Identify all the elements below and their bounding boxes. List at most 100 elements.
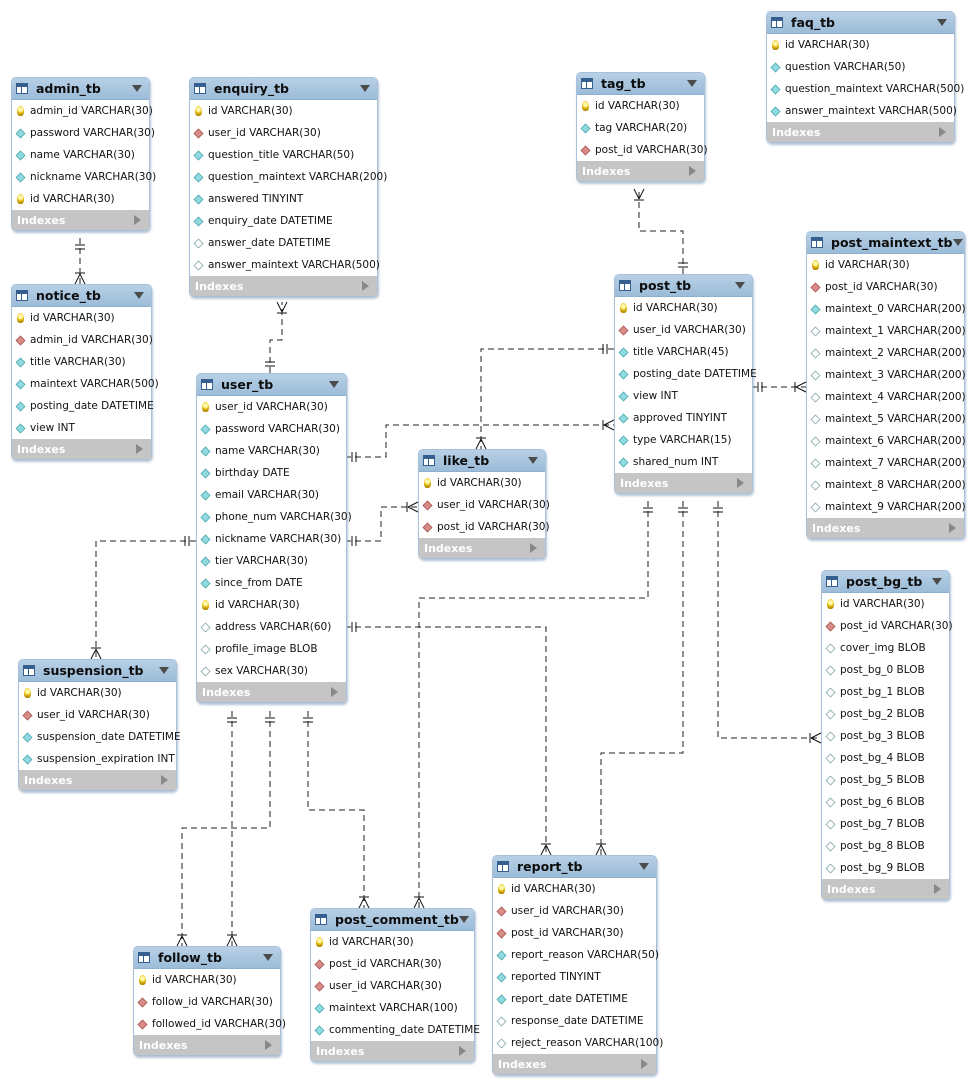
column-row[interactable]: report_date DATETIME (493, 988, 656, 1010)
column-row[interactable]: post_id VARCHAR(30) (807, 276, 964, 298)
column-row[interactable]: answer_maintext VARCHAR(500) (767, 100, 957, 122)
expand-arrow-icon[interactable] (459, 1046, 466, 1056)
column-row[interactable]: maintext_0 VARCHAR(200) (807, 298, 966, 320)
indexes-section[interactable]: Indexes (419, 538, 545, 558)
column-row[interactable]: user_id VARCHAR(30) (493, 900, 656, 922)
column-row[interactable]: answer_date DATETIME (190, 232, 377, 254)
column-row[interactable]: enquiry_date DATETIME (190, 210, 377, 232)
chevron-down-icon[interactable] (528, 457, 538, 464)
indexes-section[interactable]: Indexes (615, 473, 752, 493)
column-row[interactable]: commenting_date DATETIME (311, 1019, 480, 1041)
column-row[interactable]: password VARCHAR(30) (12, 122, 155, 144)
column-row[interactable]: post_bg_7 BLOB (822, 813, 949, 835)
indexes-section[interactable]: Indexes (12, 439, 151, 459)
column-row[interactable]: profile_image BLOB (197, 638, 346, 660)
column-row[interactable]: follow_id VARCHAR(30) (134, 991, 280, 1013)
expand-arrow-icon[interactable] (934, 884, 941, 894)
column-row[interactable]: suspension_date DATETIME (19, 726, 181, 748)
chevron-down-icon[interactable] (458, 916, 469, 923)
chevron-down-icon[interactable] (687, 80, 697, 87)
expand-arrow-icon[interactable] (689, 166, 696, 176)
column-row[interactable]: title VARCHAR(30) (12, 351, 151, 373)
table-header[interactable]: post_comment_tb (311, 909, 474, 931)
column-row[interactable]: address VARCHAR(60) (197, 616, 346, 638)
column-row[interactable]: question_title VARCHAR(50) (190, 144, 377, 166)
column-row[interactable]: maintext_4 VARCHAR(200) (807, 386, 966, 408)
column-row[interactable]: cover_img BLOB (822, 637, 949, 659)
column-row[interactable]: post_bg_9 BLOB (822, 857, 949, 879)
column-row[interactable]: question_maintext VARCHAR(200) (190, 166, 387, 188)
column-row[interactable]: name VARCHAR(30) (12, 144, 149, 166)
indexes-section[interactable]: Indexes (807, 518, 964, 538)
column-row[interactable]: post_id VARCHAR(30) (311, 953, 474, 975)
column-row[interactable]: view INT (615, 385, 752, 407)
column-row[interactable]: nickname VARCHAR(30) (12, 166, 156, 188)
chevron-down-icon[interactable] (360, 85, 370, 92)
column-row[interactable]: id VARCHAR(30) (419, 472, 545, 494)
column-row[interactable]: birthday DATE (197, 462, 346, 484)
indexes-section[interactable]: Indexes (767, 122, 954, 142)
column-row[interactable]: id VARCHAR(30) (19, 682, 176, 704)
column-row[interactable]: title VARCHAR(45) (615, 341, 752, 363)
column-row[interactable]: maintext_7 VARCHAR(200) (807, 452, 966, 474)
column-row[interactable]: post_bg_2 BLOB (822, 703, 949, 725)
table-header[interactable]: post_tb (615, 275, 752, 297)
column-row[interactable]: post_bg_3 BLOB (822, 725, 949, 747)
column-row[interactable]: maintext_5 VARCHAR(200) (807, 408, 966, 430)
table-header[interactable]: like_tb (419, 450, 545, 472)
indexes-section[interactable]: Indexes (577, 161, 704, 181)
column-row[interactable]: post_bg_1 BLOB (822, 681, 949, 703)
column-row[interactable]: followed_id VARCHAR(30) (134, 1013, 286, 1035)
table-header[interactable]: follow_tb (134, 947, 280, 969)
column-row[interactable]: id VARCHAR(30) (615, 297, 752, 319)
column-row[interactable]: report_reason VARCHAR(50) (493, 944, 659, 966)
column-row[interactable]: since_from DATE (197, 572, 346, 594)
table-header[interactable]: post_maintext_tb (807, 232, 964, 254)
column-row[interactable]: user_id VARCHAR(30) (197, 396, 346, 418)
column-row[interactable]: id VARCHAR(30) (807, 254, 964, 276)
column-row[interactable]: phone_num VARCHAR(30) (197, 506, 352, 528)
column-row[interactable]: admin_id VARCHAR(30) (12, 100, 153, 122)
column-row[interactable]: post_id VARCHAR(30) (577, 139, 708, 161)
table-header[interactable]: notice_tb (12, 285, 151, 307)
expand-arrow-icon[interactable] (737, 478, 744, 488)
chevron-down-icon[interactable] (639, 863, 649, 870)
chevron-down-icon[interactable] (932, 578, 942, 585)
column-row[interactable]: user_id VARCHAR(30) (190, 122, 377, 144)
column-row[interactable]: post_bg_4 BLOB (822, 747, 949, 769)
column-row[interactable]: user_id VARCHAR(30) (419, 494, 550, 516)
column-row[interactable]: maintext VARCHAR(500) (12, 373, 159, 395)
column-row[interactable]: question VARCHAR(50) (767, 56, 954, 78)
table-header[interactable]: suspension_tb (19, 660, 176, 682)
column-row[interactable]: answered TINYINT (190, 188, 377, 210)
expand-arrow-icon[interactable] (134, 215, 141, 225)
chevron-down-icon[interactable] (937, 19, 947, 26)
column-row[interactable]: maintext_8 VARCHAR(200) (807, 474, 966, 496)
column-row[interactable]: sex VARCHAR(30) (197, 660, 346, 682)
column-row[interactable]: reject_reason VARCHAR(100) (493, 1032, 663, 1054)
column-row[interactable]: email VARCHAR(30) (197, 484, 346, 506)
column-row[interactable]: maintext_1 VARCHAR(200) (807, 320, 966, 342)
table-header[interactable]: admin_tb (12, 78, 149, 100)
chevron-down-icon[interactable] (735, 282, 745, 289)
column-row[interactable]: id VARCHAR(30) (767, 34, 954, 56)
column-row[interactable]: post_bg_5 BLOB (822, 769, 949, 791)
column-row[interactable]: posting_date DATETIME (615, 363, 757, 385)
expand-arrow-icon[interactable] (530, 543, 537, 553)
expand-arrow-icon[interactable] (362, 281, 369, 291)
table-header[interactable]: post_bg_tb (822, 571, 949, 593)
column-row[interactable]: admin_id VARCHAR(30) (12, 329, 153, 351)
column-row[interactable]: post_bg_6 BLOB (822, 791, 949, 813)
expand-arrow-icon[interactable] (641, 1059, 648, 1069)
column-row[interactable]: user_id VARCHAR(30) (19, 704, 176, 726)
column-row[interactable]: question_maintext VARCHAR(500) (767, 78, 964, 100)
column-row[interactable]: post_bg_8 BLOB (822, 835, 949, 857)
column-row[interactable]: maintext_6 VARCHAR(200) (807, 430, 966, 452)
